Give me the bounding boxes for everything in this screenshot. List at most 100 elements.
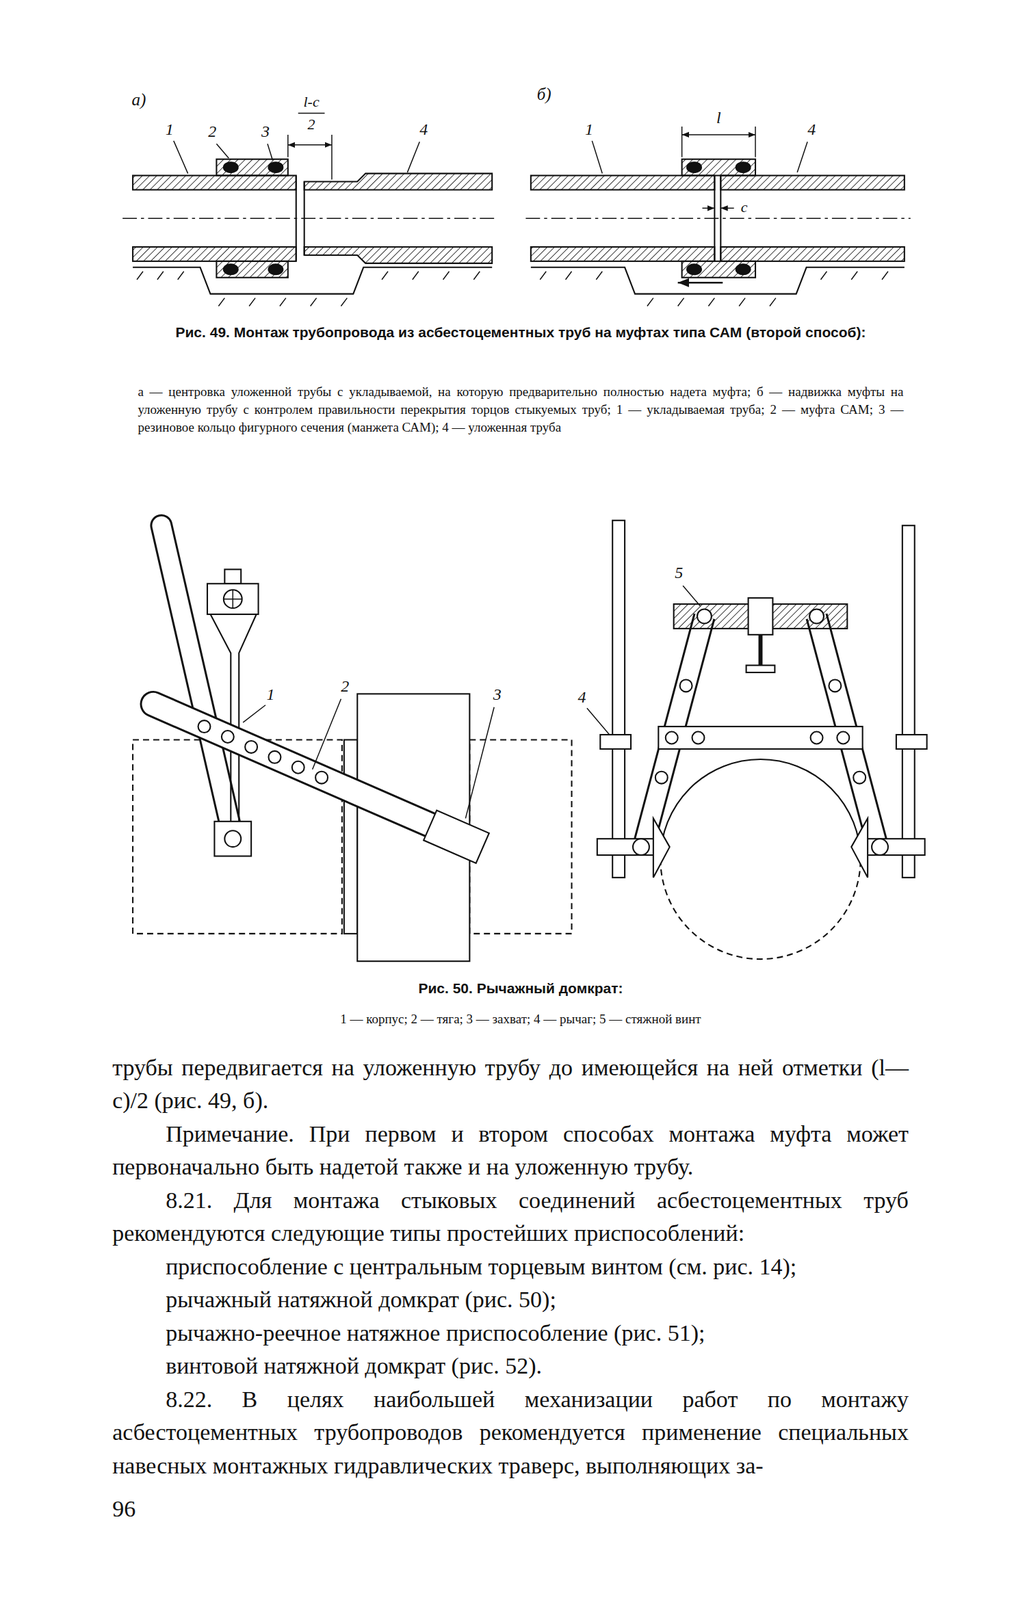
pipe-joint-a xyxy=(268,264,283,275)
lever-jack-side xyxy=(153,704,434,827)
pipe-joint-b xyxy=(682,159,756,176)
lever-jack-front xyxy=(865,838,926,856)
lever-jack-front xyxy=(746,665,776,673)
lever-jack-front xyxy=(655,771,668,785)
figure-caption: Рис. 49. Монтаж трубопровода из асбестоц… xyxy=(137,323,904,342)
pipe-joint-b xyxy=(530,175,715,191)
pipe-joint-a xyxy=(132,247,297,262)
lever-jack-side xyxy=(223,589,243,609)
pipe-joint-b xyxy=(736,162,751,173)
lever-jack-front xyxy=(758,634,763,666)
lever-jack-side xyxy=(344,739,358,934)
page-number: 96 xyxy=(112,1497,136,1521)
lever-jack-side xyxy=(224,830,241,848)
pipe-joint-a xyxy=(216,261,288,278)
lever-jack-side xyxy=(161,525,233,837)
lever-jack-side xyxy=(242,705,266,723)
pipe-joint-b xyxy=(682,134,756,135)
pipe-joint-b xyxy=(719,175,722,262)
lever-jack-front xyxy=(597,838,659,856)
lever-jack-front xyxy=(587,520,928,960)
callout-number: 1 xyxy=(583,121,595,138)
lever-jack-front xyxy=(680,679,693,692)
pipe-joint-b xyxy=(702,208,715,209)
dimension-label: l xyxy=(715,109,723,126)
lever-jack-side xyxy=(207,583,259,615)
lever-jack-front xyxy=(665,732,679,745)
pipe-joint-b xyxy=(720,247,905,262)
lever-jack-side xyxy=(224,569,241,584)
pipe-joint-b xyxy=(686,264,702,275)
list-item: рычажный натяжной домкрат (рис. 50); xyxy=(112,1283,909,1318)
dimension-label: l-c xyxy=(301,94,321,110)
pipe-joint-a xyxy=(295,175,297,262)
lever-jack-side xyxy=(292,761,305,774)
lever-jack-front xyxy=(587,708,610,735)
list-item: приспособление с центральным торцевым ви… xyxy=(112,1250,909,1285)
pipe-joint-b xyxy=(797,141,808,173)
pipe-joint-a xyxy=(304,247,492,264)
list-item: рычажно-реечное натяжное приспособление … xyxy=(112,1317,909,1351)
pipe-joint-a xyxy=(132,175,297,191)
lever-jack-front xyxy=(871,838,889,856)
body-paragraph: трубы передвигается на уложенную трубу д… xyxy=(112,1051,909,1118)
callout-number: 5 xyxy=(673,564,685,581)
pipe-joint-a xyxy=(223,264,239,275)
list-item: винтовой натяжной домкрат (рис. 52). xyxy=(112,1349,909,1384)
lever-jack-front xyxy=(658,726,863,750)
pipe-joint-a xyxy=(136,271,480,307)
lever-jack-front xyxy=(851,818,868,878)
pipe-joint-a xyxy=(267,143,273,161)
lever-jack-side xyxy=(223,589,243,609)
pipe-joint-b xyxy=(720,208,734,209)
figure-letter: б) xyxy=(535,85,553,103)
pipe-joint-a xyxy=(223,162,239,173)
lever-jack-front xyxy=(809,609,824,624)
lever-jack-side xyxy=(214,821,252,857)
pipe-joint-b xyxy=(525,218,910,219)
pipe-joint-b xyxy=(736,264,751,275)
lever-jack-front xyxy=(810,732,824,745)
lever-jack-side xyxy=(221,730,234,744)
pipe-joint-a xyxy=(288,144,332,146)
pipe-joint-b xyxy=(682,261,756,278)
pipe-joint-b xyxy=(720,175,905,191)
lever-jack-side xyxy=(153,704,434,827)
lever-jack-front xyxy=(660,859,861,960)
lever-jack-front xyxy=(692,732,705,745)
callout-number: 1 xyxy=(264,686,276,703)
figure-legend: 1 — корпус; 2 — тяга; 3 — захват; 4 — ры… xyxy=(137,1010,904,1029)
dimension-label: 2 xyxy=(306,117,317,133)
dimension-label: c xyxy=(739,199,750,215)
lever-jack-side xyxy=(312,699,342,770)
lever-jack-front xyxy=(748,598,774,635)
body-paragraph: 8.22. В целях наибольшей механизации раб… xyxy=(112,1383,909,1484)
pipe-joint-a xyxy=(303,182,306,256)
callout-number: 3 xyxy=(260,123,271,140)
callout-number: 4 xyxy=(418,121,429,138)
lever-jack-front xyxy=(660,759,861,860)
pipe-joint-a xyxy=(216,143,229,159)
lever-jack-side xyxy=(161,525,233,837)
pipe-joint-a xyxy=(216,159,288,176)
note-paragraph: Примечание. При первом и втором способах… xyxy=(112,1118,909,1185)
pipe-joint-b xyxy=(754,126,756,158)
lever-jack-side xyxy=(465,707,494,819)
figure-letter: а) xyxy=(130,90,148,108)
lever-jack-front xyxy=(653,818,670,878)
lever-jack-front xyxy=(853,771,866,785)
lever-jack-front xyxy=(836,732,850,745)
lever-jack-front xyxy=(612,520,625,878)
lever-jack-side xyxy=(244,741,258,754)
pipe-joint-b xyxy=(678,281,724,284)
callout-number: 2 xyxy=(206,123,218,140)
pipe-joint-a xyxy=(268,162,283,173)
lever-jack-front xyxy=(902,525,915,878)
lever-jack-front xyxy=(697,609,712,624)
body-paragraph: 8.21. Для монтажа стыковых соединений ас… xyxy=(112,1184,909,1251)
lever-jack-side xyxy=(268,751,281,764)
figure-legend: а — центровка уложенной трубы с укладыва… xyxy=(137,383,904,437)
callout-number: 4 xyxy=(576,689,588,706)
lever-jack-front xyxy=(682,585,700,607)
